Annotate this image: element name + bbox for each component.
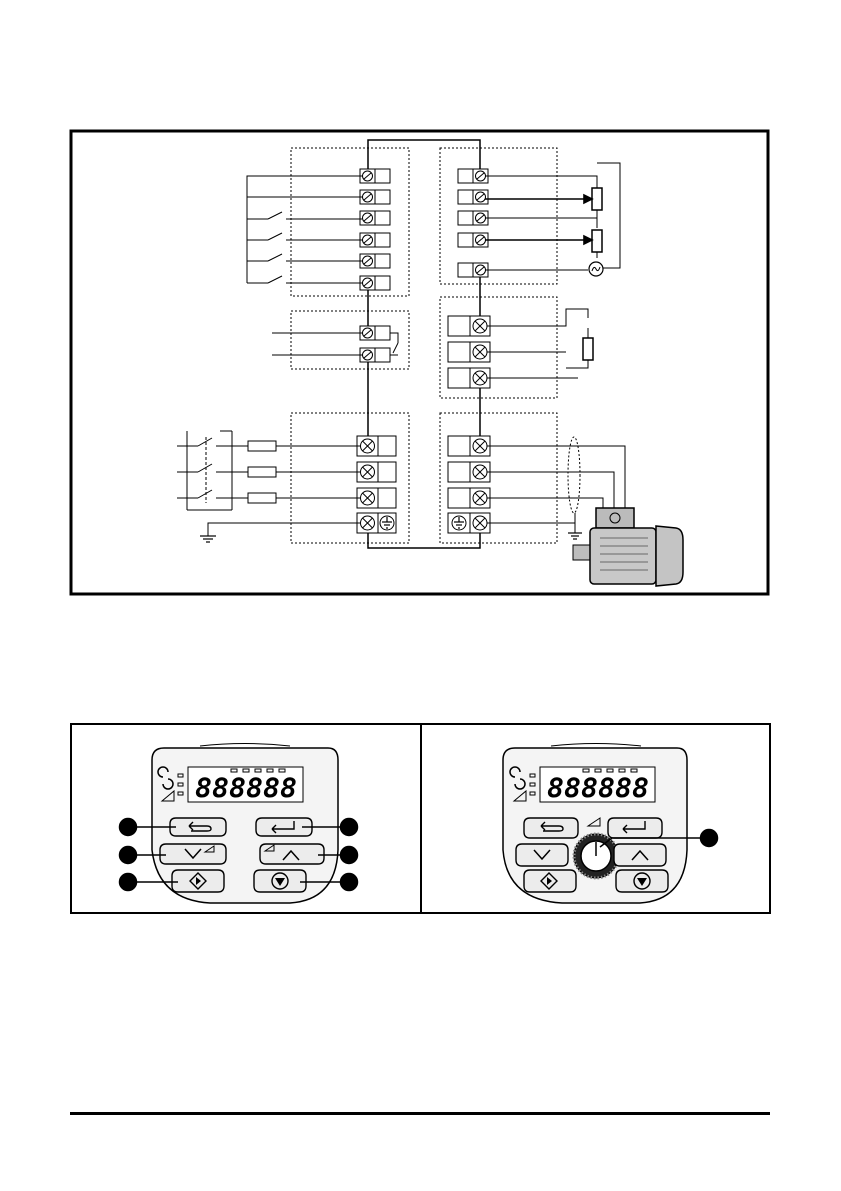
escape-button[interactable]: [524, 818, 578, 838]
start-button[interactable]: [524, 870, 576, 892]
callout-marker: [341, 847, 358, 864]
callout-marker: [120, 819, 137, 836]
up-button[interactable]: [614, 844, 666, 866]
callout-marker: [120, 874, 137, 891]
status-leds: [178, 774, 183, 795]
down-button[interactable]: [516, 844, 568, 866]
status-leds: [530, 774, 535, 795]
keypad-right: 888888: [503, 744, 718, 904]
escape-button[interactable]: [170, 818, 226, 836]
callout-marker: [341, 874, 358, 891]
stop-button[interactable]: [254, 870, 306, 892]
callout-marker: [120, 847, 137, 864]
callout-marker: [701, 830, 718, 847]
keypad-left: 888888: [120, 744, 358, 904]
seven-segment-display: 888888: [195, 773, 297, 804]
enter-button[interactable]: [608, 818, 662, 838]
stop-button[interactable]: [616, 870, 668, 892]
callout-marker: [341, 819, 358, 836]
start-button[interactable]: [172, 870, 224, 892]
speed-knob[interactable]: [574, 834, 618, 878]
seven-segment-display: 888888: [547, 773, 649, 804]
up-button[interactable]: [260, 844, 324, 864]
down-button[interactable]: [160, 844, 226, 864]
footer-rule: [70, 1112, 770, 1115]
